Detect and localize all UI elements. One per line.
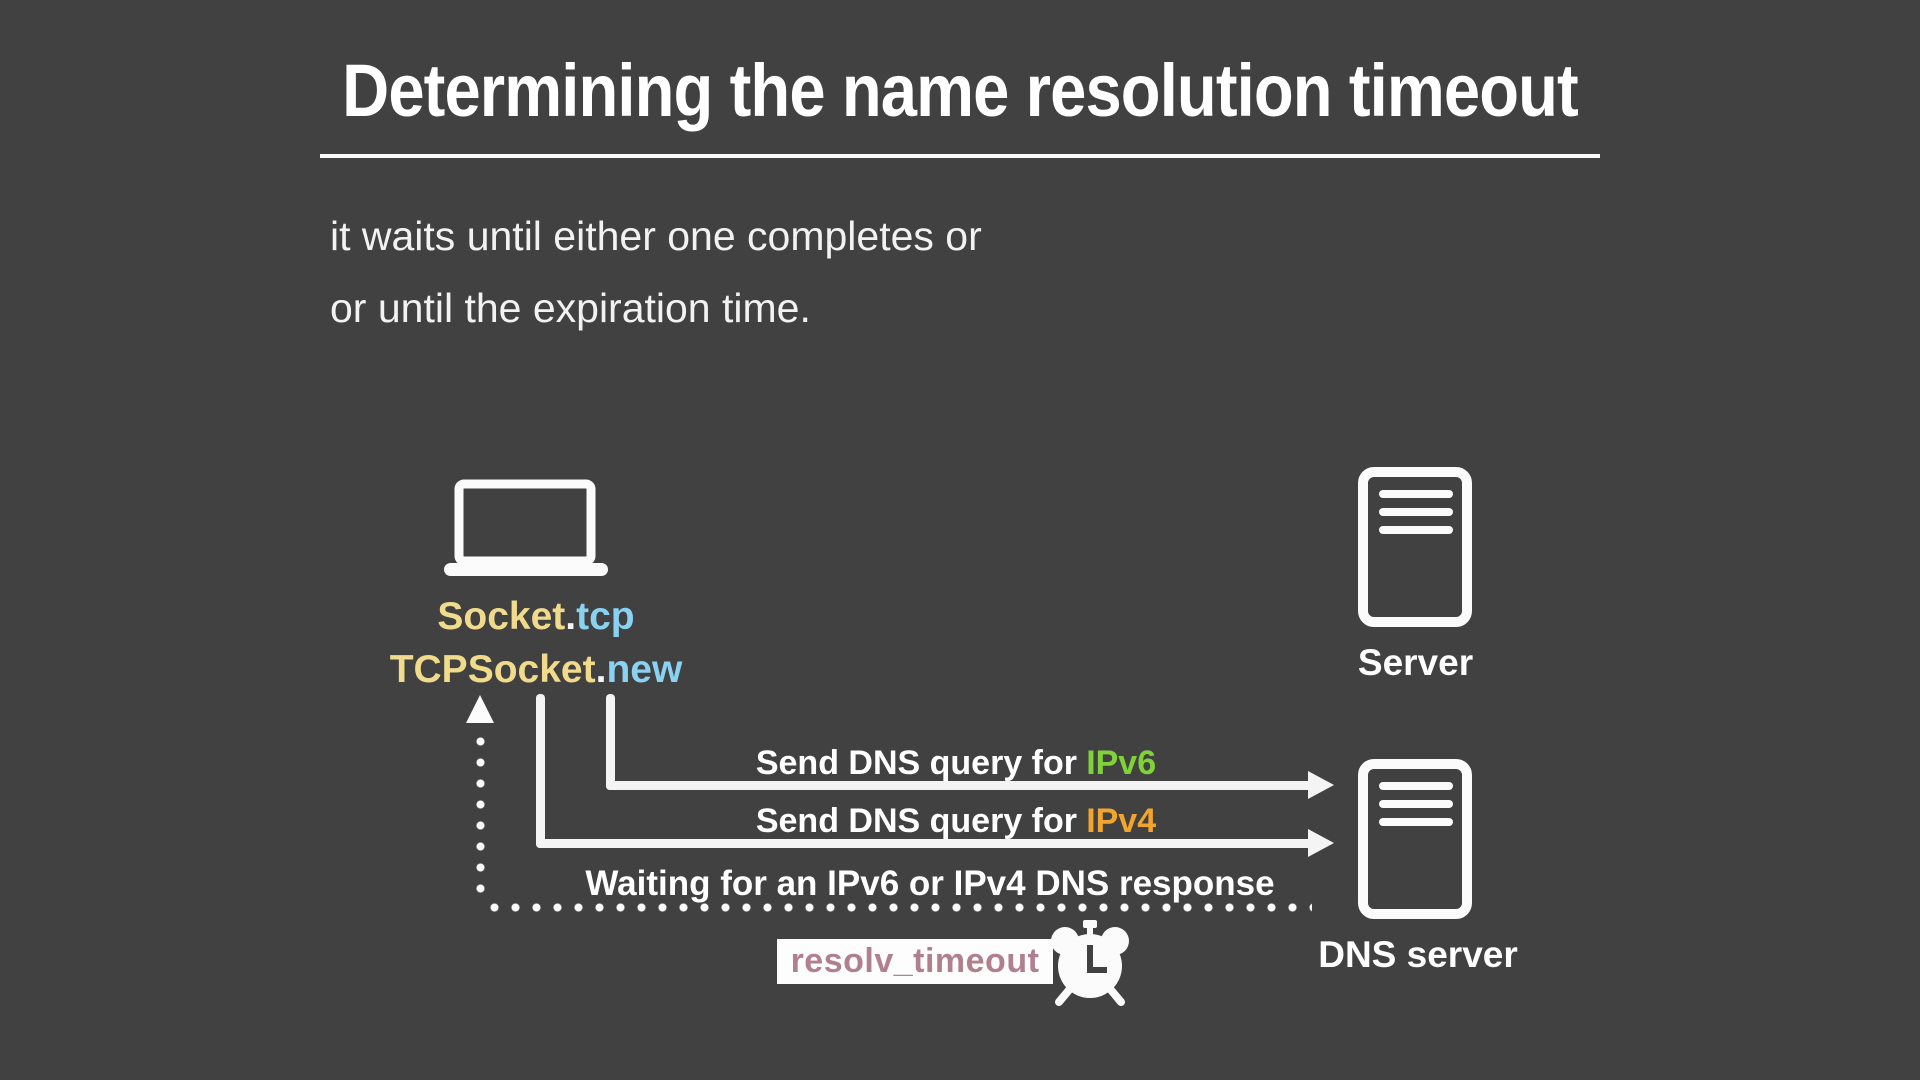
waiting-label: Waiting for an IPv6 or IPv4 DNS response bbox=[585, 864, 1275, 903]
laptop-icon bbox=[444, 477, 608, 582]
code-socket-tcp: Socket.tcp bbox=[437, 595, 635, 638]
resolv-timeout-badge: resolv_timeout bbox=[777, 939, 1053, 984]
response-dotted-line-vertical bbox=[476, 731, 485, 901]
dns-server-label: DNS server bbox=[1318, 934, 1518, 975]
waiting-dotted-line bbox=[484, 903, 1312, 912]
ipv6-query-arrowhead-icon bbox=[1308, 771, 1334, 799]
intro-line-1: it waits until either one completes or bbox=[330, 213, 982, 259]
server-icon bbox=[1357, 466, 1473, 633]
intro-line-2: or until the expiration time. bbox=[330, 285, 811, 331]
page-title: Determining the name resolution timeout bbox=[342, 49, 1579, 132]
response-arrowhead-up-icon bbox=[466, 695, 494, 723]
alarm-clock-icon bbox=[1048, 920, 1132, 1011]
client-code-labels: Socket.tcp TCPSocket.new bbox=[366, 590, 706, 696]
title-underline bbox=[320, 154, 1600, 158]
ipv6-query-arrow-line bbox=[606, 781, 1312, 790]
intro-paragraph: it waits until either one completes or o… bbox=[330, 200, 982, 344]
ipv4-query-arrow-vertical bbox=[536, 694, 545, 848]
ipv4-query-arrowhead-icon bbox=[1308, 829, 1334, 857]
dns-server-icon bbox=[1357, 758, 1473, 925]
code-tcpsocket-new: TCPSocket.new bbox=[389, 648, 683, 691]
ipv4-query-arrow-line bbox=[536, 839, 1312, 848]
server-label: Server bbox=[1357, 642, 1474, 683]
ipv6-query-arrow-vertical bbox=[606, 694, 615, 790]
